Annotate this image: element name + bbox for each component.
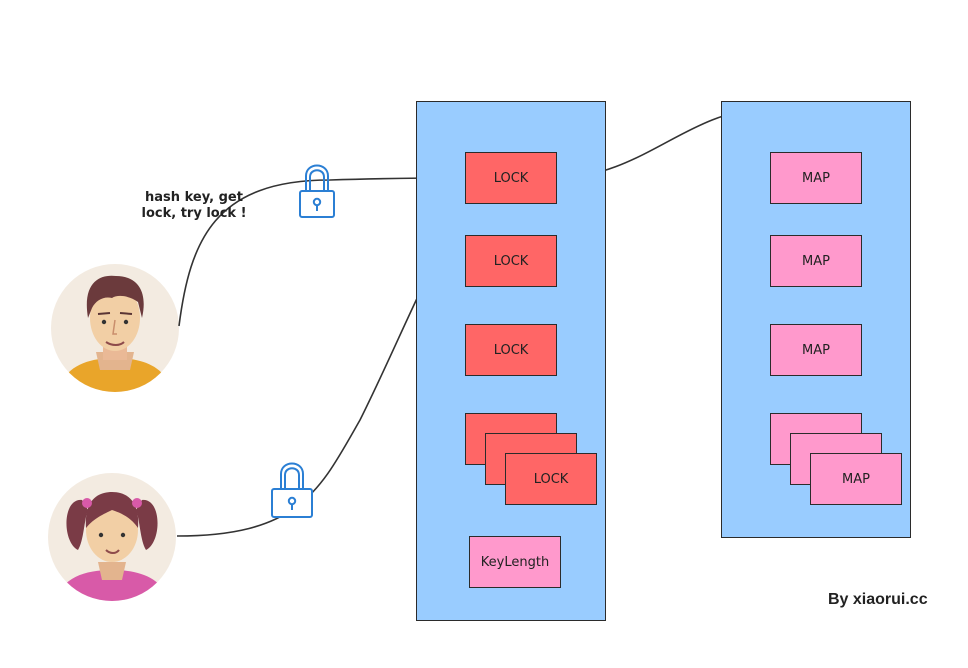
annotation-line-2: lock, try lock ! [141,206,247,221]
lock-box: LOCK [465,324,557,376]
padlock-icon [271,462,313,518]
map-box: MAP [810,453,902,505]
map-box: MAP [770,324,862,376]
female-user-icon [48,473,176,601]
map-box: MAP [770,235,862,287]
credit-text: By xiaorui.cc [828,591,928,608]
lock-box: LOCK [465,235,557,287]
lock-box: LOCK [505,453,597,505]
male-user-icon [51,264,179,392]
annotation-text: hash key, get lock, try lock ! [134,190,254,222]
map-box: MAP [770,152,862,204]
padlock-icon [299,164,335,218]
key-length-box: KeyLength [469,536,561,588]
lock-box: LOCK [465,152,557,204]
annotation-line-1: hash key, get [145,190,243,205]
